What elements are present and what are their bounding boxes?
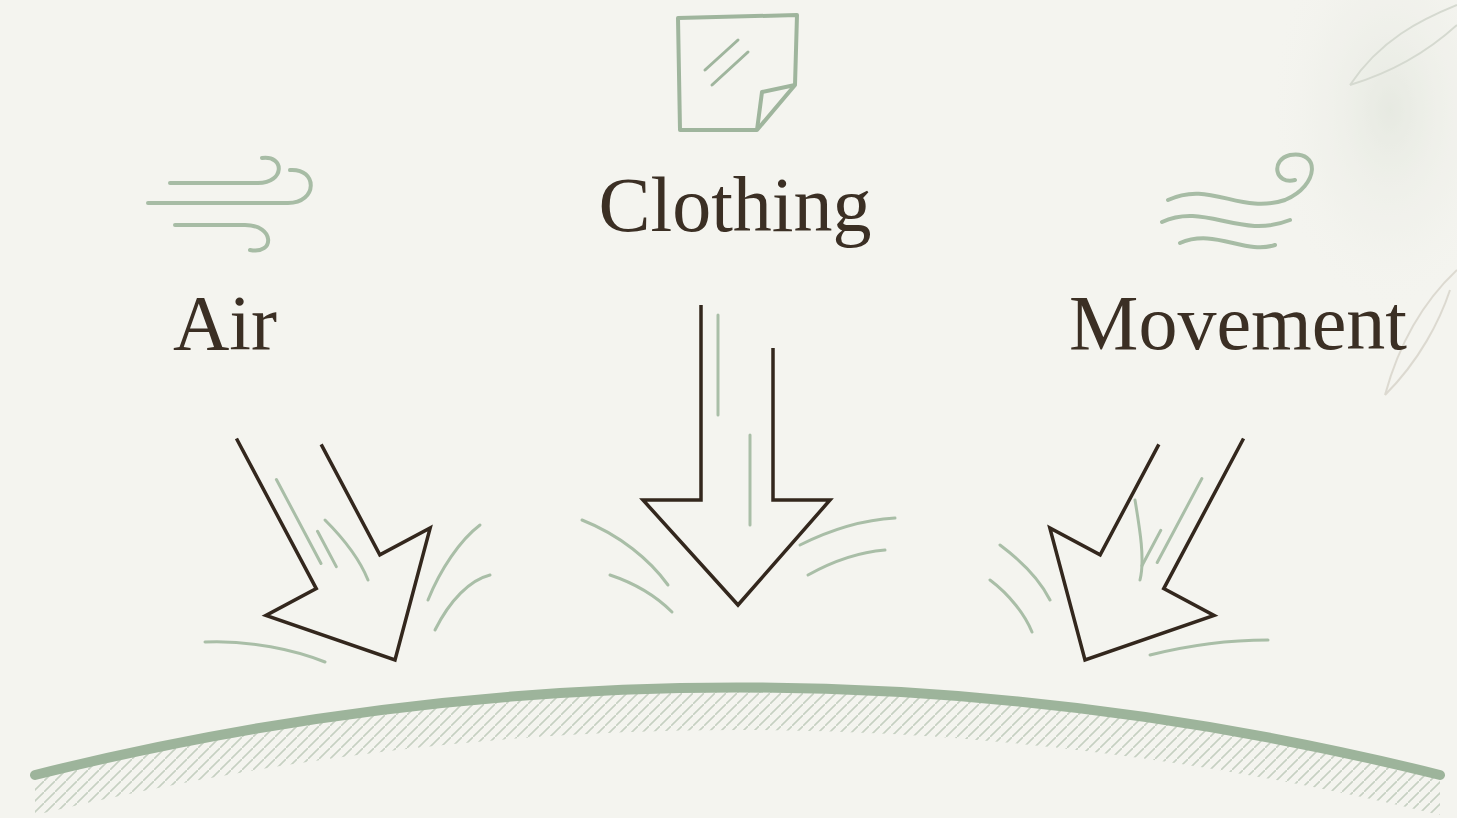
factor-label: Clothing (598, 166, 871, 244)
movement-arrow (1003, 378, 1294, 704)
air-arrow (186, 378, 477, 704)
skin-surface (35, 688, 1440, 816)
impact-lines (582, 518, 895, 612)
fabric-icon (678, 15, 797, 130)
impact-lines (205, 520, 490, 662)
factor-label: Movement (1069, 284, 1407, 362)
movement-icon (1162, 155, 1312, 248)
clothing-arrow (643, 305, 830, 605)
impact-lines (990, 500, 1268, 655)
factor-label: Air (173, 284, 277, 362)
wind-icon (148, 158, 311, 251)
